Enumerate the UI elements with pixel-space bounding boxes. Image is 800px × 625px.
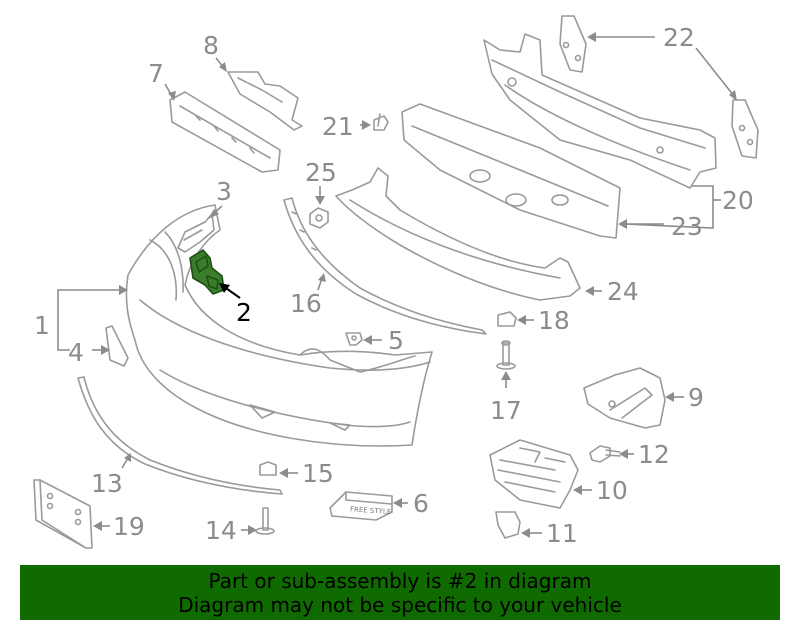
callout-18: 18: [538, 306, 570, 335]
part-8-bracket[interactable]: [227, 71, 303, 131]
part-4-reflector[interactable]: [105, 325, 129, 367]
callout-17: 17: [490, 396, 522, 425]
part-14-stud[interactable]: [255, 507, 275, 535]
part-23-energy-absorber[interactable]: [401, 103, 621, 239]
callout-14: 14: [205, 516, 237, 545]
callout-20: 20: [722, 186, 754, 215]
part-15-clip[interactable]: [259, 461, 277, 476]
callout-23: 23: [671, 212, 703, 241]
part-19-license-bracket[interactable]: [33, 479, 93, 549]
part-13-trim-strip[interactable]: [77, 376, 283, 495]
emblem-text: FREE STYLE: [350, 505, 392, 516]
callout-11: 11: [546, 519, 578, 548]
part-5-clip[interactable]: [345, 332, 363, 346]
callout-25: 25: [305, 158, 337, 187]
callout-2: 2: [236, 298, 252, 327]
part-10-grille-insert[interactable]: [489, 439, 579, 509]
part-21-bolt[interactable]: [373, 113, 389, 131]
part-16-strip[interactable]: [283, 197, 487, 335]
part-18-clip[interactable]: [497, 311, 517, 327]
callout-13: 13: [91, 469, 123, 498]
part-1-bumper-cover[interactable]: [125, 204, 433, 447]
callout-7: 7: [148, 59, 164, 88]
part-17-fastener[interactable]: [496, 340, 516, 370]
callout-10: 10: [596, 476, 628, 505]
callout-3: 3: [216, 177, 232, 206]
callout-4: 4: [68, 338, 84, 367]
part-2-bracket-highlighted[interactable]: [189, 249, 225, 295]
callout-5: 5: [388, 326, 404, 355]
part-25-nut[interactable]: [309, 207, 329, 229]
callout-15: 15: [302, 459, 334, 488]
callout-8: 8: [203, 31, 219, 60]
part-22-mounting-plates[interactable]: [559, 15, 759, 159]
callout-16: 16: [290, 289, 322, 318]
callout-19: 19: [113, 512, 145, 541]
part-11-cover-cap[interactable]: [495, 511, 521, 539]
part-7-absorber[interactable]: [169, 91, 281, 173]
callout-24: 24: [607, 277, 639, 306]
callout-9: 9: [688, 383, 704, 412]
callout-1: 1: [34, 311, 50, 340]
part-9-housing[interactable]: [583, 367, 666, 429]
part-12-bolt[interactable]: [589, 445, 621, 463]
callout-6: 6: [413, 489, 429, 518]
part-6-emblem[interactable]: FREE STYLE: [329, 491, 393, 521]
notice-banner: Part or sub-assembly is #2 in diagram Di…: [20, 565, 780, 620]
callout-21: 21: [322, 112, 354, 141]
parts-diagram: 1 2 3 4 5 FREE STYLE 6: [33, 15, 759, 549]
callout-22: 22: [663, 23, 695, 52]
part-24-upper-support[interactable]: [335, 167, 581, 301]
callout-12: 12: [638, 440, 670, 469]
banner-line-2: Diagram may not be specific to your vehi…: [178, 593, 622, 617]
banner-line-1: Part or sub-assembly is #2 in diagram: [208, 569, 592, 593]
part-3-side-bracket[interactable]: [177, 213, 215, 253]
part-20-reinforcement-beam[interactable]: [483, 33, 717, 189]
